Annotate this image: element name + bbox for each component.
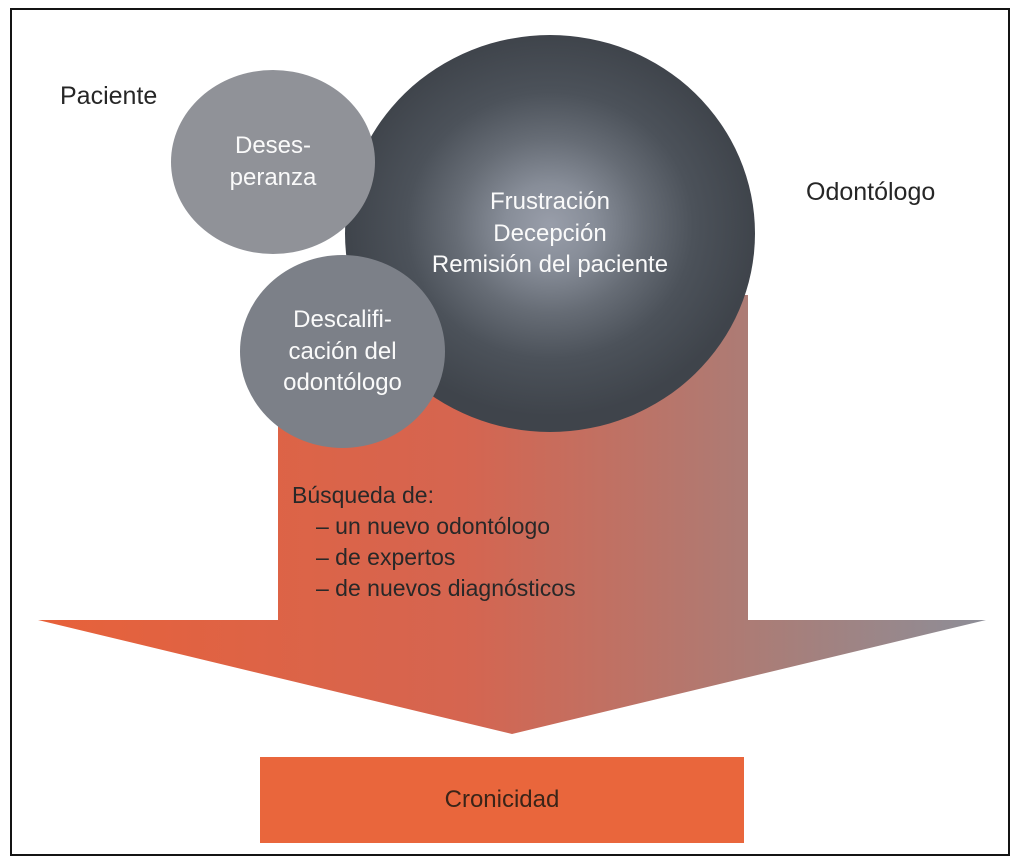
outcome-label: Cronicidad xyxy=(444,786,560,813)
disqualification-line-1: Descalifi- xyxy=(293,305,392,333)
disqualification-line-3: odontólogo xyxy=(283,369,402,397)
search-item-3: – de nuevos diagnósticos xyxy=(316,575,576,601)
despair-line-1: Deses- xyxy=(234,132,312,160)
despair-line-2: peranza xyxy=(229,164,317,191)
outcome-box: Cronicidad xyxy=(260,757,744,843)
down-arrow-shape xyxy=(38,295,986,734)
dentist-label: Odontólogo xyxy=(806,178,936,206)
disqualification-circle: Descalifi- cación del odontólogo xyxy=(240,255,445,448)
patient-label: Paciente xyxy=(60,82,158,110)
frustration-line-1: Frustración xyxy=(489,187,611,215)
frustration-line-2: Decepción xyxy=(493,219,607,247)
search-item-2: – de expertos xyxy=(316,544,456,570)
despair-circle: Deses- peranza xyxy=(171,70,375,254)
disqualification-line-2: cación del xyxy=(288,337,397,365)
frustration-line-3: Remisión del paciente xyxy=(431,251,669,279)
search-block: Búsqueda de: – un nuevo odontólogo – de … xyxy=(292,480,576,604)
search-item-1: – un nuevo odontólogo xyxy=(316,513,551,539)
search-title: Búsqueda de: xyxy=(292,482,434,508)
